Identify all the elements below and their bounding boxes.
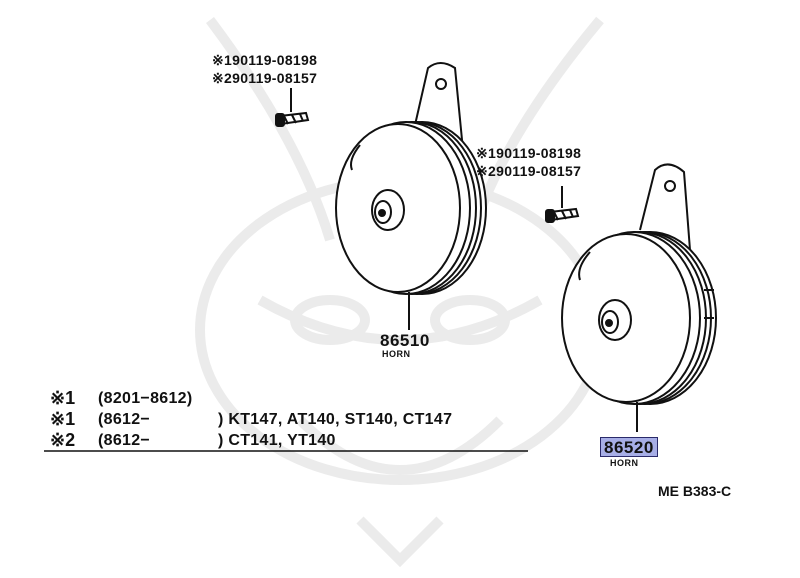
part-number-86510[interactable]: 86510 [380, 331, 430, 350]
bolt-right-label-2: ※290119-08157 [476, 163, 582, 179]
legend-range-2: (8612− [98, 411, 151, 428]
part-number-86520[interactable]: 86520 [600, 437, 658, 457]
bolt-left-label-1: ※190119-08198 [212, 52, 318, 68]
legend-mark-1: ※1 [50, 388, 76, 408]
horn-86510-drawing [335, 62, 487, 330]
legend-mark-2: ※1 [50, 409, 76, 429]
part-name-86510: HORN [382, 349, 411, 359]
legend-range-3: (8612− [98, 432, 151, 449]
bolt-right-label-1: ※190119-08198 [476, 145, 582, 161]
bolt-left-label-2: ※290119-08157 [212, 70, 318, 86]
bolt-left-drawing [275, 88, 310, 127]
legend-models-3: ) CT141, YT140 [218, 432, 336, 449]
legend-range-1: (8201−8612) [98, 390, 193, 407]
legend-mark-3: ※2 [50, 430, 76, 450]
diagram-code: ME B383-C [658, 483, 732, 499]
bolt-right-drawing [545, 186, 580, 223]
legend-models-2: ) KT147, AT140, ST140, CT147 [218, 411, 453, 428]
horn-86520-drawing [561, 163, 717, 432]
part-name-86520: HORN [610, 458, 639, 468]
